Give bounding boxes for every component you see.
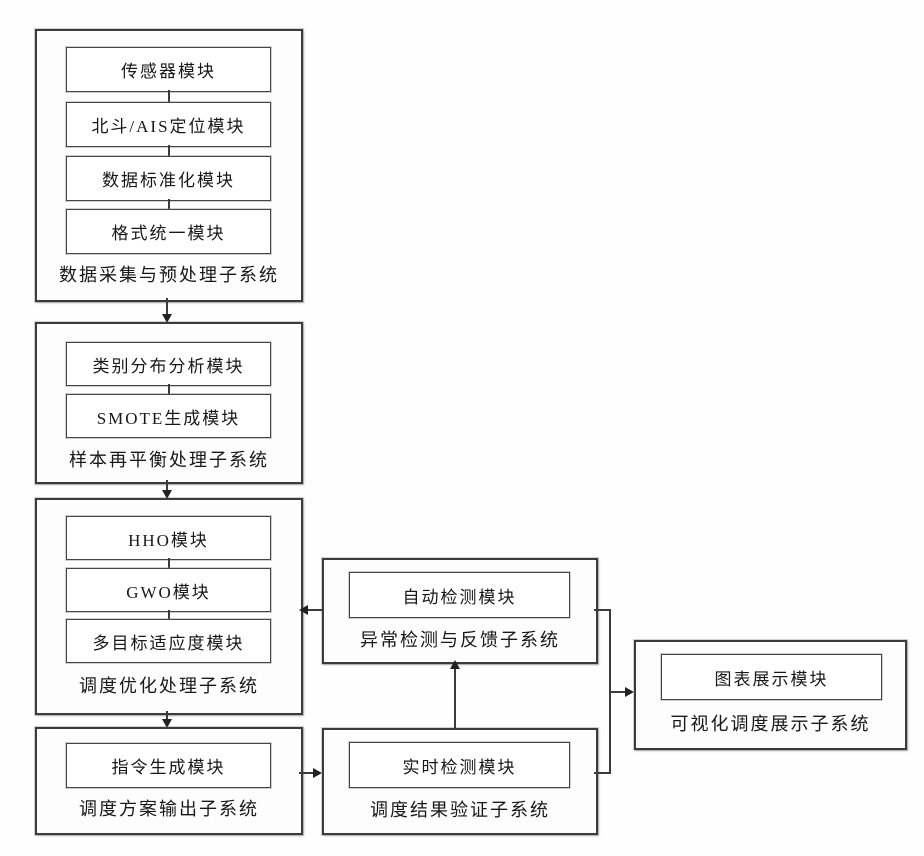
bus-line-vertical <box>609 609 611 774</box>
arrow-line-g5-g3 <box>307 609 322 611</box>
group-label-visual-display: 可视化调度展示子系统 <box>670 714 871 734</box>
module-chart-display: 图表展示模块 <box>661 654 882 700</box>
group-label-scheduling-optimization: 调度优化处理子系统 <box>79 676 259 696</box>
bus-line-g5-right <box>594 609 611 611</box>
arrowhead-left-icon <box>299 605 308 615</box>
module-gwo: GWO模块 <box>66 568 271 612</box>
module-multi-objective-fitness: 多目标适应度模块 <box>66 619 271 663</box>
connector-line <box>168 384 170 394</box>
group-label-data-acquisition: 数据采集与预处理子系统 <box>59 265 279 285</box>
arrowhead-up-icon <box>450 660 460 669</box>
connector-line <box>168 199 170 209</box>
group-scheduling-result-verification: 实时检测模块 调度结果验证子系统 <box>322 728 598 835</box>
module-smote-generation: SMOTE生成模块 <box>66 394 271 438</box>
module-command-generation: 指令生成模块 <box>66 743 271 788</box>
group-data-acquisition-preprocessing: 传感器模块 北斗/AIS定位模块 数据标准化模块 格式统一模块 数据采集与预处理… <box>35 29 303 302</box>
module-sensor: 传感器模块 <box>66 47 271 92</box>
arrow-line-g3-g4 <box>166 711 168 721</box>
connector-line <box>168 90 170 102</box>
module-automatic-detection: 自动检测模块 <box>349 572 570 618</box>
arrow-line-g6-g5 <box>454 667 456 728</box>
group-label-sample-rebalancing: 样本再平衡处理子系统 <box>69 450 269 470</box>
module-class-distribution-analysis: 类别分布分析模块 <box>66 342 271 386</box>
group-label-result-verification: 调度结果验证子系统 <box>370 800 550 820</box>
group-label-plan-output: 调度方案输出子系统 <box>79 799 259 819</box>
module-format-unification: 格式统一模块 <box>66 209 271 254</box>
connector-line <box>168 145 170 156</box>
module-realtime-detection: 实时检测模块 <box>349 742 570 788</box>
arrow-line-g2-g3 <box>166 480 168 492</box>
connector-line <box>168 558 170 568</box>
arrow-line-g1-g2 <box>166 298 168 316</box>
module-hho: HHO模块 <box>66 516 271 560</box>
arrow-line-g4-g6 <box>299 772 315 774</box>
arrow-line-bus-g7 <box>611 691 626 693</box>
bus-line-g6-right <box>594 772 611 774</box>
arrowhead-down-icon <box>162 490 172 499</box>
arrowhead-down-icon <box>162 719 172 728</box>
connector-line <box>168 610 170 619</box>
group-anomaly-detection-feedback: 自动检测模块 异常检测与反馈子系统 <box>322 558 598 664</box>
group-label-anomaly-feedback: 异常检测与反馈子系统 <box>360 630 560 650</box>
arrowhead-down-icon <box>162 314 172 323</box>
module-data-standardization: 数据标准化模块 <box>66 156 271 201</box>
module-beidou-ais-positioning: 北斗/AIS定位模块 <box>66 102 271 147</box>
group-scheduling-plan-output: 指令生成模块 调度方案输出子系统 <box>35 727 303 835</box>
group-visual-scheduling-display: 图表展示模块 可视化调度展示子系统 <box>634 640 907 750</box>
group-scheduling-optimization: HHO模块 GWO模块 多目标适应度模块 调度优化处理子系统 <box>35 498 303 715</box>
group-sample-rebalancing: 类别分布分析模块 SMOTE生成模块 样本再平衡处理子系统 <box>35 322 303 484</box>
arrowhead-right-icon <box>625 687 634 697</box>
arrowhead-right-icon <box>313 768 322 778</box>
